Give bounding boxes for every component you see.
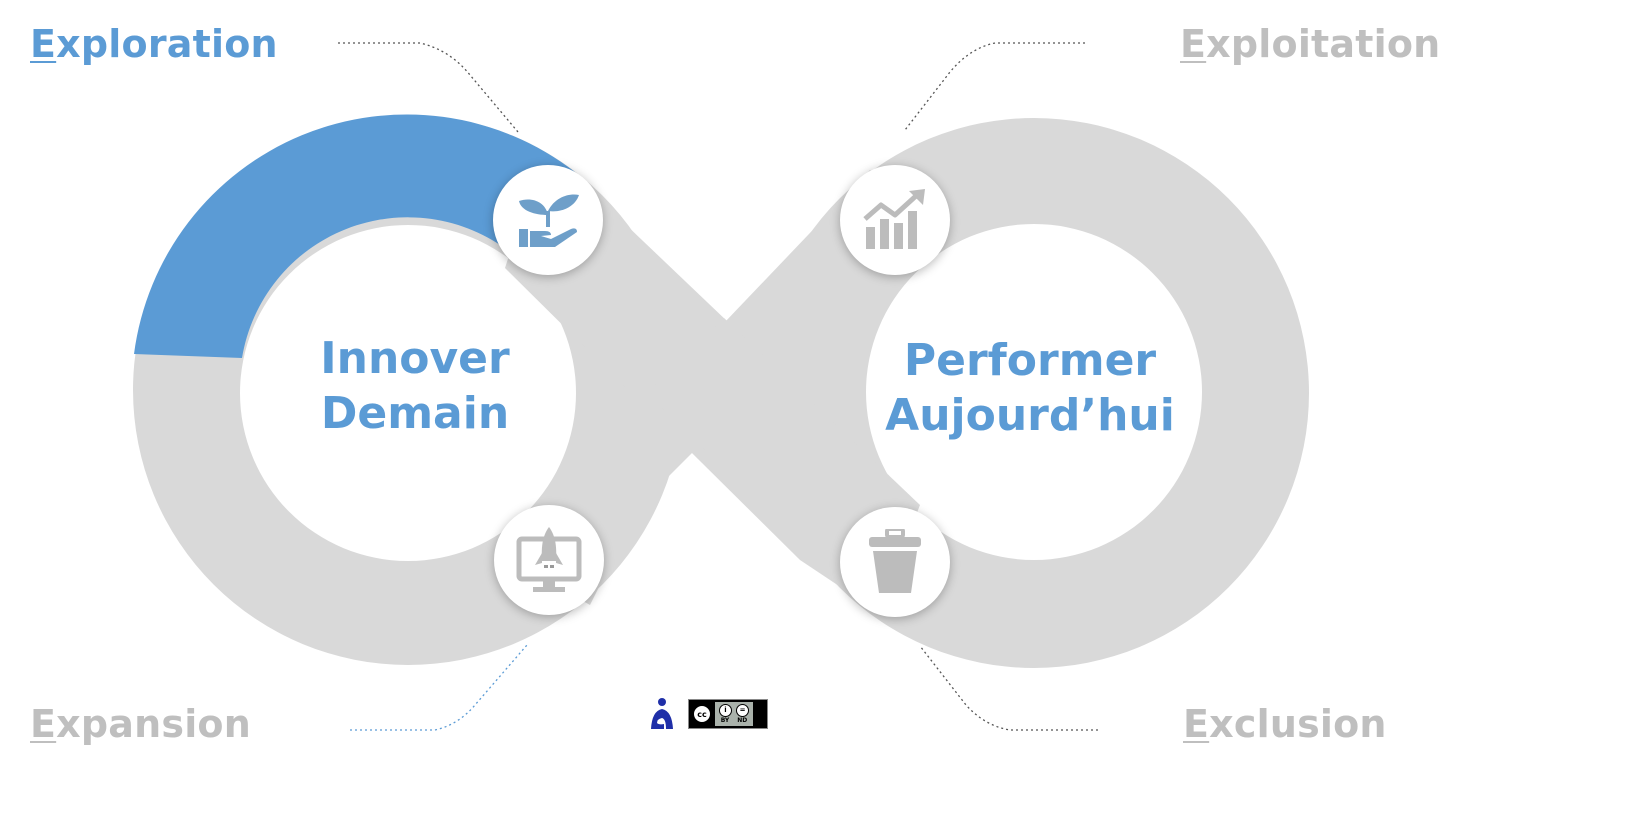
badge-exploration[interactable] xyxy=(493,165,603,275)
badge-exploitation[interactable] xyxy=(840,165,950,275)
growth-chart-icon xyxy=(863,189,925,249)
label-expansion-rest: xpansion xyxy=(56,702,251,746)
badge-exclusion[interactable] xyxy=(840,507,950,617)
label-exclusion-rest: xclusion xyxy=(1209,702,1387,746)
attribution-icon: i xyxy=(719,703,732,717)
cc-by-label: BY xyxy=(720,716,730,724)
center-right-text: Performer Aujourd’hui xyxy=(870,333,1190,443)
leader-lines xyxy=(338,42,1098,731)
center-left-line2: Demain xyxy=(320,388,510,439)
label-exploration: Exploration xyxy=(30,22,278,66)
label-exploitation: Exploitation xyxy=(1180,22,1440,66)
plant-in-hand-icon xyxy=(519,194,579,247)
license-footer: cc i = BY ND xyxy=(648,697,768,731)
center-right-line1: Performer xyxy=(903,335,1157,386)
leader-exploration xyxy=(338,42,519,133)
label-exploitation-rest: xploitation xyxy=(1206,22,1441,66)
cc-mark-icon: cc xyxy=(692,704,712,724)
label-exploration-initial: E xyxy=(30,22,57,66)
center-right-line2: Aujourd’hui xyxy=(885,390,1175,441)
no-derivatives-icon: = xyxy=(736,703,749,717)
exploration-active-segment xyxy=(134,114,575,359)
loop-cross-gap xyxy=(647,318,800,465)
cc-nd-label: ND xyxy=(737,716,748,724)
cc-terms: i = BY ND xyxy=(715,702,753,726)
label-exclusion: Exclusion xyxy=(1183,702,1387,746)
trash-bin-icon xyxy=(869,529,921,593)
cc-license-badge[interactable]: cc i = BY ND xyxy=(688,699,768,729)
label-exploitation-initial: E xyxy=(1180,22,1207,66)
center-left-text: Innover Demain xyxy=(295,331,535,441)
center-left-line1: Innover xyxy=(320,333,510,384)
label-expansion-initial: E xyxy=(30,702,57,746)
leader-expansion xyxy=(350,644,528,731)
label-exclusion-initial: E xyxy=(1183,702,1210,746)
label-exploration-rest: xploration xyxy=(56,22,278,66)
rocket-monitor-icon xyxy=(516,527,582,592)
author-logo-icon xyxy=(651,698,673,729)
leader-exploitation xyxy=(904,42,1085,131)
badge-expansion[interactable] xyxy=(494,505,604,615)
label-expansion: Expansion xyxy=(30,702,251,746)
